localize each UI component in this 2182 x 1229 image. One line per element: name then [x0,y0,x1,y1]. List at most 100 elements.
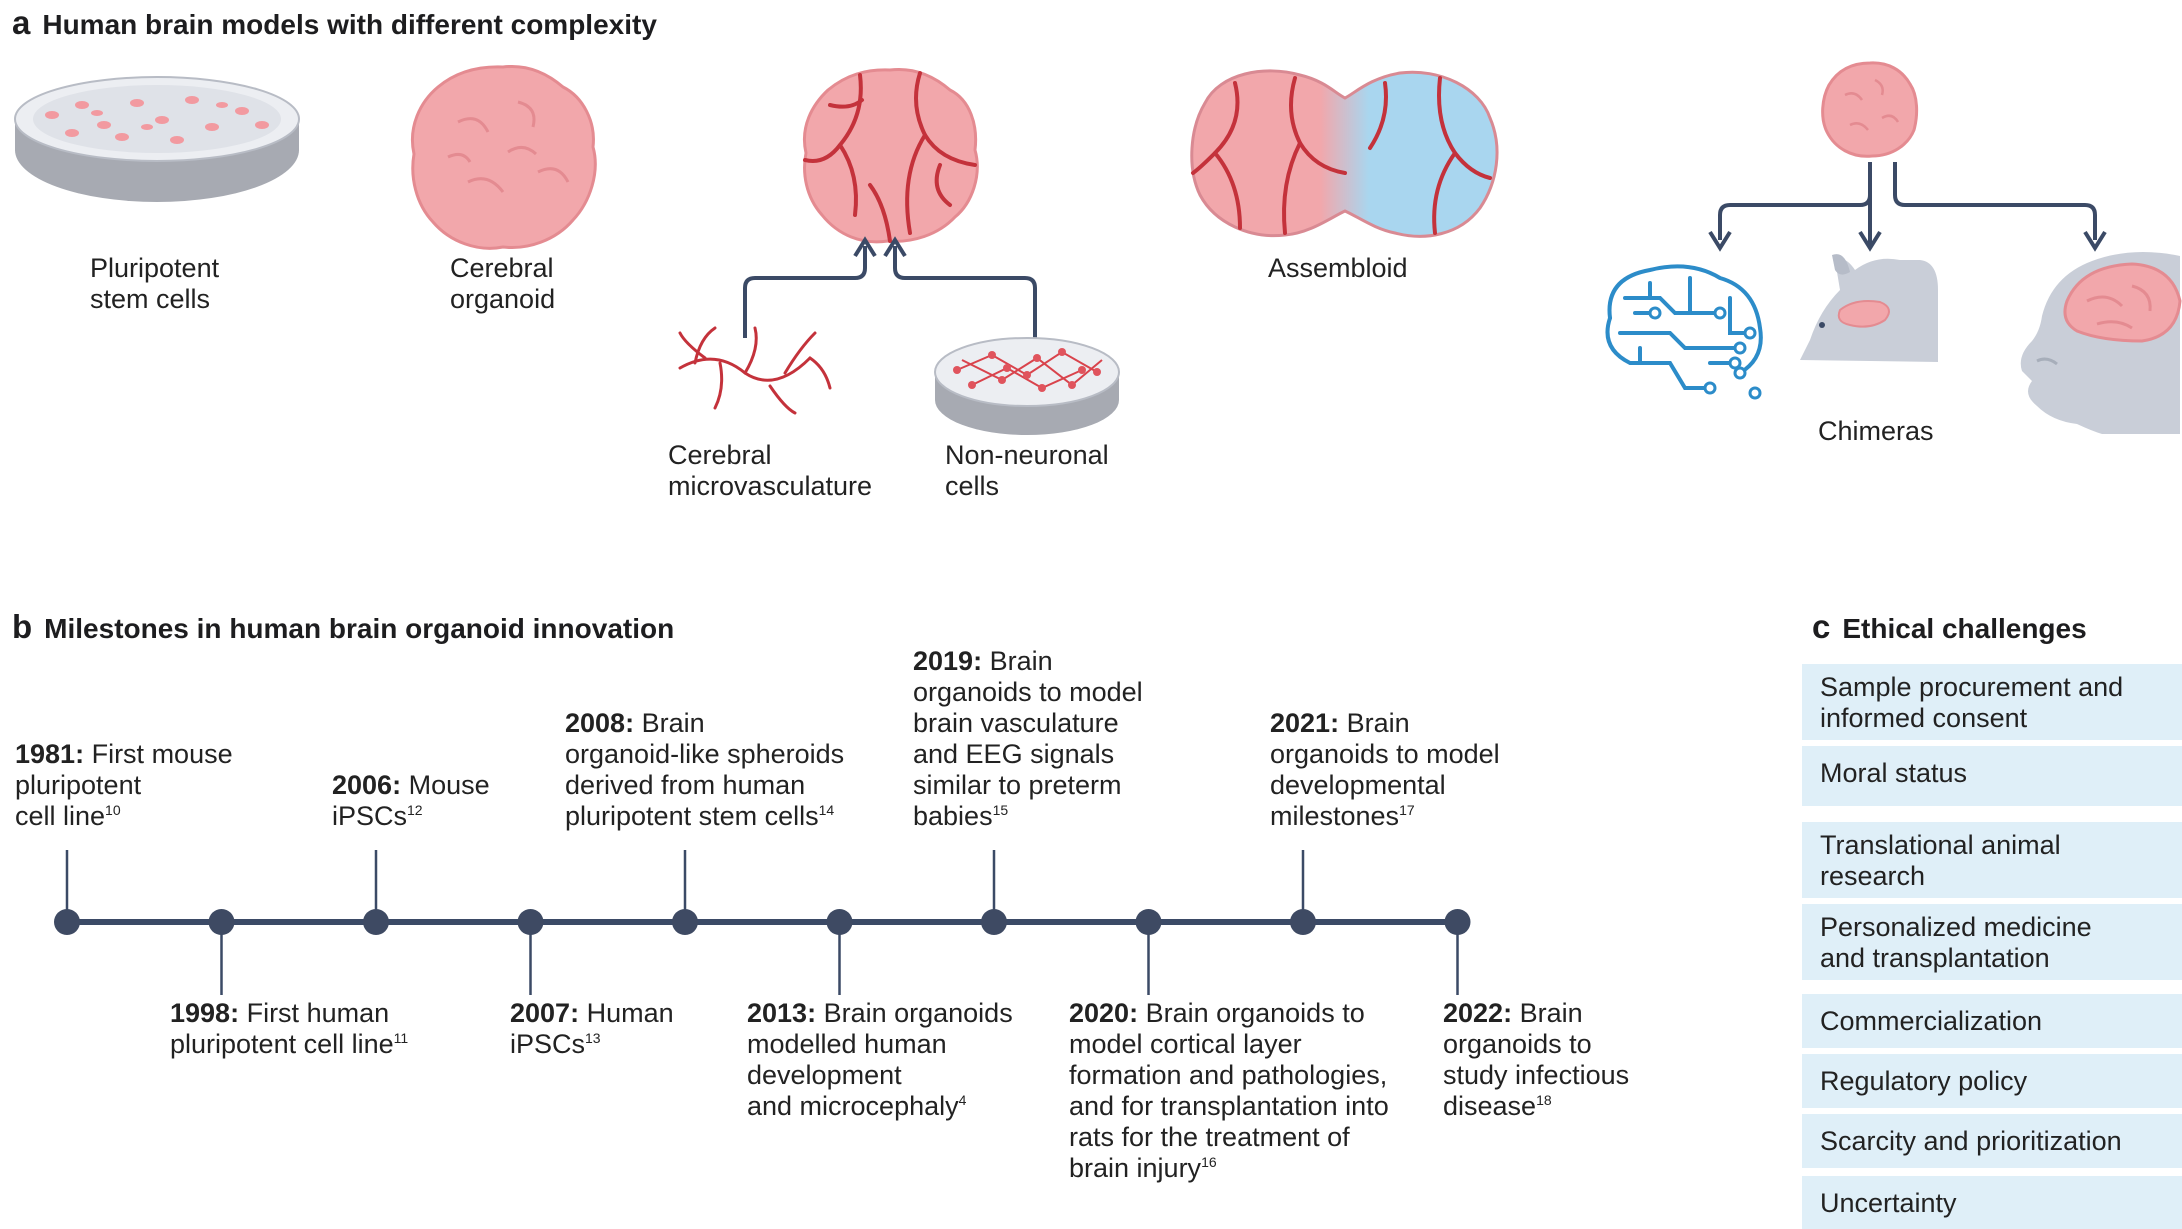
milestone-text: brain injury [1069,1153,1202,1183]
panel-b-letter: b [12,608,33,645]
panel-b-title: b Milestones in human brain organoid inno… [12,608,674,646]
milestone-text: and EEG signals [913,739,1115,769]
milestone-text: Brain organoids [823,998,1013,1028]
milestone-ref: 10 [105,802,121,818]
ethical-challenge-text: Scarcity and prioritization [1820,1126,2122,1156]
milestone-text: and for transplantation into [1069,1091,1389,1121]
milestone-node [1290,909,1316,935]
ethical-challenge-text: research [1820,861,1926,891]
chimera-source-organoid-icon [1821,61,1919,158]
milestone-year: 2020: [1069,998,1139,1028]
panel-c-title: c Ethical challenges [1812,608,2087,646]
milestone-ref: 16 [1201,1154,1217,1170]
milestone-text: organoids to [1443,1029,1592,1059]
ethical-challenge-text: Commercialization [1820,1006,2043,1036]
milestone-node [363,909,389,935]
milestone-node [981,909,1007,935]
panel-c-letter: c [1812,608,1831,645]
milestone-text: First human [246,998,390,1028]
milestone-ref: 15 [992,802,1009,818]
milestone-node [826,909,853,935]
milestone-text: milestones [1270,801,1400,831]
microvasculature-icon [678,326,832,415]
milestone-text: Human [586,998,674,1028]
milestone-node [208,909,235,935]
panel-a-letter: a [12,4,31,41]
milestone-text: organoids to model [913,677,1143,707]
milestone-text: study infectious [1443,1060,1630,1090]
non-neuronal-cells-dish-icon [934,337,1120,435]
milestone-year: 2013: [747,998,817,1028]
milestone-text: Brain [641,708,705,738]
milestone-ref: 13 [585,1030,601,1046]
milestone-text: modelled human [747,1029,947,1059]
milestone-ref: 18 [1536,1092,1552,1108]
milestone-text: organoids to model [1270,739,1500,769]
milestone-year: 2019: [913,646,983,676]
milestone-text: pluripotent [15,770,142,800]
milestone-text: Brain [1519,998,1583,1028]
label-pluripotent-stem-cells: Pluripotent stem cells [90,253,220,314]
ethical-challenge-text: and transplantation [1820,943,2050,973]
ethical-challenge-text: informed consent [1820,703,2028,733]
ethical-challenge-text: Sample procurement and [1820,672,2124,702]
milestone-node [1135,909,1162,935]
panel-b-heading: Milestones in human brain organoid innov… [44,613,675,644]
milestone-node [672,909,698,935]
milestone-text: similar to preterm [913,770,1122,800]
panel-c-heading: Ethical challenges [1842,613,2087,644]
milestone-text: Brain [989,646,1053,676]
label-chimeras: Chimeras [1818,416,1934,446]
milestone-text: derived from human [565,770,806,800]
milestone-text: cell line [15,801,106,831]
milestone-year: 2022: [1443,998,1513,1028]
milestone-text: First mouse [91,739,233,769]
ethical-challenge-text: Uncertainty [1820,1188,1957,1218]
label-cerebral-microvasculature: Cerebral microvasculature [668,440,873,501]
ethical-challenge-text: Personalized medicine [1820,912,2092,942]
primate-chimera-icon [2020,252,2182,434]
milestone-ref: 4 [958,1092,967,1108]
milestone-year: 1998: [170,998,240,1028]
ethical-challenge-text: Regulatory policy [1820,1066,2028,1096]
rodent-chimera-icon [1800,254,1938,362]
milestone-year: 1981: [15,739,85,769]
milestone-year: 2007: [510,998,580,1028]
milestone-text: babies [913,801,993,831]
milestone-year: 2008: [565,708,635,738]
milestone-text: Mouse [408,770,490,800]
milestone-node [517,909,544,935]
panel-a-title: a Human brain models with different compl… [12,4,657,42]
milestone-year: 2021: [1270,708,1340,738]
milestone-node [1444,909,1471,935]
milestone-text: model cortical layer [1069,1029,1302,1059]
petri-dish-stem-cells-icon [14,76,300,202]
chimera-branch-arrows [1708,162,2107,252]
milestone-text: iPSCs [332,801,408,831]
milestone-text: organoid-like spheroids [565,739,845,769]
milestone-text: brain vasculature [913,708,1119,738]
milestone-node [54,909,80,935]
panel-a-heading: Human brain models with different comple… [42,9,657,40]
ethical-challenge-text: Translational animal [1820,830,2061,860]
cerebral-organoid-icon [411,64,597,250]
milestone-text: iPSCs [510,1029,586,1059]
label-assembloid: Assembloid [1268,253,1408,283]
ethical-challenge-item: Commercialization [1802,994,2182,1048]
milestone-text: and microcephaly [747,1091,959,1121]
milestone-text: development [747,1060,902,1090]
ethical-challenge-item: Moral status [1802,746,2182,806]
circuit-brain-icon [1605,264,1763,400]
milestone-text: Brain [1346,708,1410,738]
